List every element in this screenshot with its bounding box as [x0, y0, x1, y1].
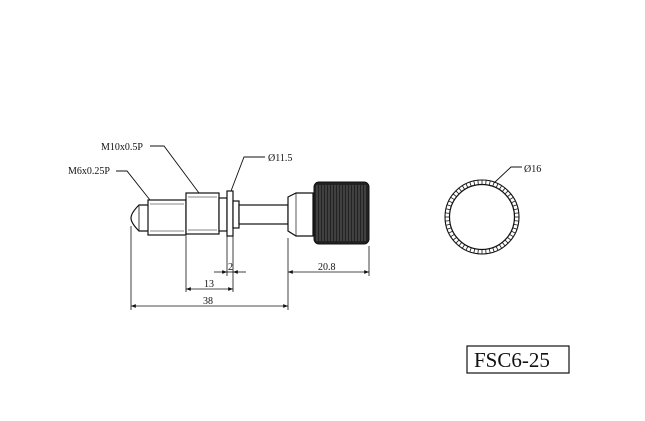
knurl-tooth — [512, 227, 518, 230]
knurl-tooth — [509, 196, 514, 201]
knurl-tooth — [504, 190, 509, 195]
knurl-tooth — [507, 236, 512, 241]
knurl-tooth — [477, 180, 479, 185]
knurl-tooth — [469, 181, 472, 187]
knurl-tooth — [445, 212, 450, 214]
knurl-tooth — [445, 223, 451, 226]
knurl-tooth — [469, 247, 472, 253]
knurled-knob — [313, 181, 370, 245]
flange-collar — [226, 190, 234, 237]
dim-body-length: 13 — [204, 279, 214, 290]
knurl-tooth — [509, 233, 514, 238]
knurl-tooth — [498, 185, 503, 190]
knurl-tooth — [501, 187, 506, 192]
knurl-tooth — [455, 190, 460, 195]
thread-major-callout: M10x0.5P — [101, 142, 143, 153]
knurl-tooth — [445, 220, 450, 222]
dimension-lines — [130, 226, 370, 310]
knob-end-view — [444, 179, 520, 255]
knurl-tooth — [507, 193, 512, 198]
knurl-tooth — [514, 212, 519, 214]
knurl-tooth — [501, 242, 506, 247]
knurl-tooth — [465, 183, 469, 188]
pin-shaft — [238, 204, 289, 225]
knurl-tooth — [446, 204, 452, 207]
dim-knob-length: 20.8 — [318, 262, 336, 273]
knurl-tooth — [485, 180, 487, 185]
knurl-tooth — [504, 239, 509, 244]
callout-leaders — [116, 145, 522, 201]
knurl-tooth — [448, 200, 453, 204]
knurl-tooth — [448, 230, 453, 234]
knurl-tooth — [452, 236, 457, 241]
knurl-tooth — [513, 223, 519, 226]
knurl-tooth — [473, 248, 476, 254]
knurl-tooth — [455, 239, 460, 244]
knurl-tooth — [477, 249, 479, 254]
knurl-tooth — [495, 246, 499, 251]
taper — [287, 192, 314, 237]
plunger-tip — [130, 204, 148, 232]
knurl-tooth — [511, 200, 516, 204]
dim-collar-width: 2 — [228, 262, 233, 273]
knurl-tooth — [498, 244, 503, 249]
knurl-tooth — [514, 220, 519, 222]
part-number-box: FSC6-25 — [466, 345, 570, 374]
thread-m6-section — [147, 199, 187, 236]
lock-nut — [218, 197, 228, 232]
knurl-tooth — [485, 249, 487, 254]
knurl-tooth — [452, 193, 457, 198]
knob-diameter-callout: Ø16 — [524, 164, 541, 175]
knurl-tooth — [511, 230, 516, 234]
knurl-tooth — [495, 183, 499, 188]
knurl-tooth — [513, 208, 519, 211]
thread-minor-callout: M6x0.25P — [68, 166, 110, 177]
knurl-tooth — [461, 244, 466, 249]
knurl-tooth — [445, 208, 451, 211]
knurl-tooth — [473, 180, 476, 186]
thread-m10-body — [185, 192, 220, 235]
spacer — [232, 200, 240, 229]
plunger-side-view — [130, 190, 314, 237]
knurl-tooth — [512, 204, 518, 207]
knurl-tooth — [465, 246, 469, 251]
knurl-tooth — [450, 233, 455, 238]
knurl-tooth — [450, 196, 455, 201]
knurl-tooth — [461, 185, 466, 190]
knurl-tooth — [458, 242, 463, 247]
flange-diameter-callout: Ø11.5 — [268, 153, 292, 164]
knurl-tooth — [492, 247, 495, 253]
dim-overall-length: 38 — [203, 296, 213, 307]
part-number: FSC6-25 — [474, 348, 550, 372]
knurl-tooth — [488, 180, 491, 186]
knurl-tooth — [446, 227, 452, 230]
knurl-tooth — [458, 187, 463, 192]
knurl-tooth — [488, 248, 491, 254]
